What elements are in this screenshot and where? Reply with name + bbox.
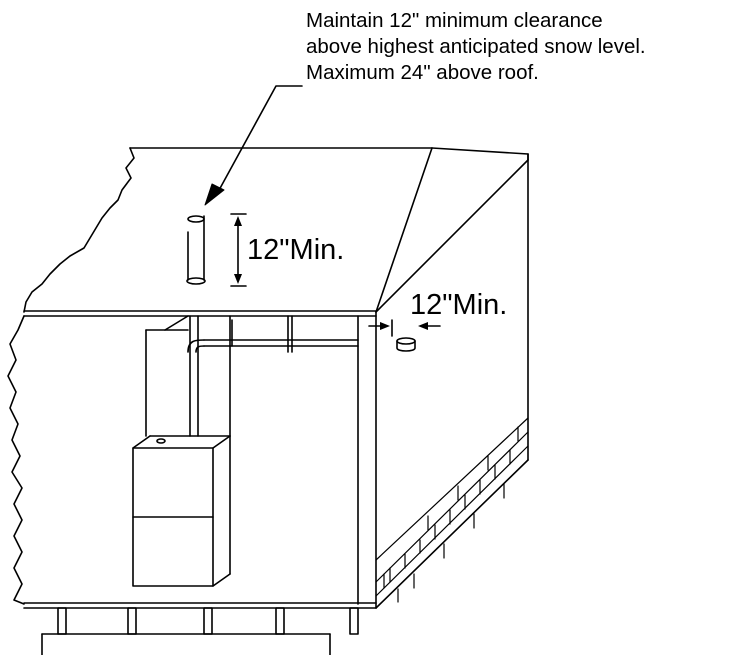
vertical-dimension [230,213,247,287]
side-wall [375,153,529,609]
horizontal-clearance-label: 12"Min. [410,289,508,321]
vent-pipe [186,215,416,437]
clearance-note: Maintain 12" minimum clearance above hig… [306,8,646,86]
roof [23,147,529,313]
furnace [132,315,231,587]
front-wall [7,315,377,609]
clearance-note-line: Maintain 12" minimum clearance [306,9,603,32]
callout-arrowhead [204,183,225,206]
floor-supports [41,607,359,656]
callout-leader [217,85,303,193]
clearance-note-line: Maximum 24" above roof. [306,61,539,84]
vertical-clearance-label: 12"Min. [247,234,345,266]
horizontal-dimension [368,319,441,337]
eave-band [23,310,377,317]
clearance-note-line: above highest anticipated snow level. [306,35,646,58]
